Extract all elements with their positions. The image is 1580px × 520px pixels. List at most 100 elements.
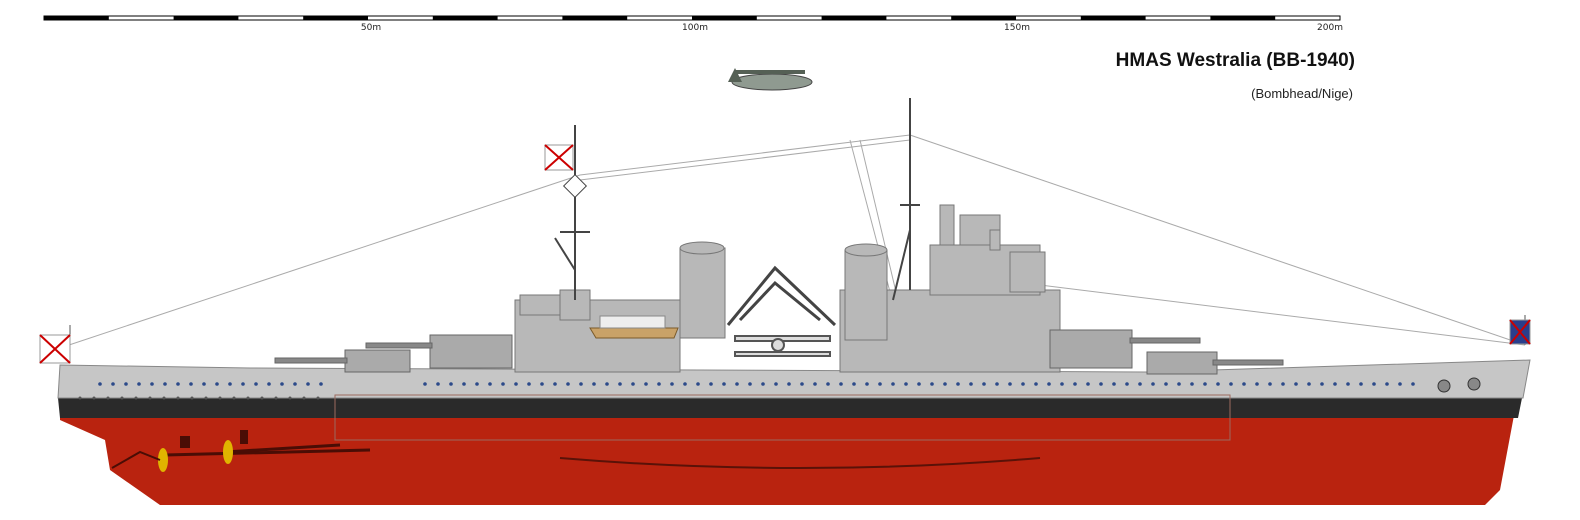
- boot-topping-band: [58, 398, 1522, 418]
- turret-b: [1049, 329, 1133, 369]
- porthole: [1190, 382, 1194, 386]
- porthole: [1099, 382, 1103, 386]
- porthole: [891, 382, 895, 386]
- porthole: [137, 382, 141, 386]
- propeller-aft-icon: [158, 448, 168, 472]
- porthole: [241, 382, 245, 386]
- porthole: [319, 382, 323, 386]
- scale-bar-segment: [562, 16, 628, 20]
- porthole: [150, 382, 154, 386]
- fore-funnel: [844, 249, 888, 341]
- porthole: [246, 396, 250, 400]
- porthole: [1073, 382, 1077, 386]
- masts: [554, 98, 920, 301]
- ensign-flag-mast: [544, 144, 574, 171]
- porthole: [202, 382, 206, 386]
- anchor-hawse-icon: [1437, 379, 1451, 393]
- propeller-fwd-icon: [223, 440, 233, 464]
- porthole: [190, 396, 194, 400]
- porthole: [748, 382, 752, 386]
- scale-bar-segment: [1080, 16, 1146, 20]
- porthole: [839, 382, 843, 386]
- porthole: [1255, 382, 1259, 386]
- porthole: [189, 382, 193, 386]
- turret-x: [344, 349, 411, 373]
- porthole: [436, 382, 440, 386]
- porthole: [1034, 382, 1038, 386]
- porthole: [995, 382, 999, 386]
- porthole: [696, 382, 700, 386]
- porthole: [527, 382, 531, 386]
- porthole: [267, 382, 271, 386]
- aft-funnel: [679, 247, 726, 339]
- porthole: [254, 382, 258, 386]
- porthole: [1229, 382, 1233, 386]
- scale-bar-segment: [951, 16, 1016, 20]
- drawing-credit: (Bombhead/Nige): [1251, 86, 1353, 101]
- ships-boat: [589, 315, 679, 339]
- porthole: [176, 382, 180, 386]
- porthole: [423, 382, 427, 386]
- porthole: [124, 382, 128, 386]
- porthole: [1151, 382, 1155, 386]
- seaplane-icon: [728, 68, 813, 91]
- porthole: [592, 382, 596, 386]
- ensign-flag-stern: [39, 325, 71, 364]
- scale-bar-segment: [821, 16, 887, 20]
- porthole: [274, 396, 278, 400]
- porthole: [1060, 382, 1064, 386]
- porthole: [134, 396, 138, 400]
- porthole: [215, 382, 219, 386]
- aircraft-crane: [726, 265, 837, 327]
- porthole: [232, 396, 236, 400]
- porthole: [204, 396, 208, 400]
- porthole: [280, 382, 284, 386]
- scale-bar: 50m 100m 150m 200m: [43, 15, 1343, 33]
- porthole: [982, 382, 986, 386]
- porthole: [462, 382, 466, 386]
- porthole: [761, 382, 765, 386]
- porthole: [1411, 382, 1415, 386]
- porthole: [1398, 382, 1402, 386]
- porthole: [774, 382, 778, 386]
- jack-flag-bow: [1509, 315, 1531, 345]
- porthole: [1086, 382, 1090, 386]
- scale-label-100m: 100m: [682, 23, 708, 33]
- scale-bar-segment: [303, 16, 368, 20]
- porthole: [1138, 382, 1142, 386]
- hull-underwater: [60, 410, 1515, 505]
- porthole-row: [78, 382, 1415, 400]
- porthole: [1372, 382, 1376, 386]
- porthole: [514, 382, 518, 386]
- porthole: [852, 382, 856, 386]
- catapult-seaplane: [734, 335, 831, 357]
- porthole: [1177, 382, 1181, 386]
- porthole: [540, 382, 544, 386]
- porthole: [176, 396, 180, 400]
- scale-bar-segment: [173, 16, 239, 20]
- porthole: [120, 396, 124, 400]
- porthole: [316, 396, 320, 400]
- porthole: [293, 382, 297, 386]
- anchor-hawse-icon: [1467, 377, 1481, 391]
- porthole: [106, 396, 110, 400]
- porthole: [1216, 382, 1220, 386]
- porthole: [1125, 382, 1129, 386]
- porthole: [92, 396, 96, 400]
- porthole: [1346, 382, 1350, 386]
- porthole: [163, 382, 167, 386]
- porthole: [288, 396, 292, 400]
- scale-label-150m: 150m: [1004, 23, 1030, 33]
- drawing-title: HMAS Westralia (BB-1940): [1115, 50, 1355, 71]
- hull-upper: [57, 359, 1531, 399]
- porthole: [1112, 382, 1116, 386]
- scale-bar-segment: [692, 16, 757, 20]
- propeller-shafts: [111, 430, 371, 472]
- armour-belt-outline: [334, 394, 1231, 441]
- porthole: [148, 396, 152, 400]
- scale-label-200m: 200m: [1317, 23, 1343, 33]
- scale-bar-segment: [432, 16, 498, 20]
- porthole: [644, 382, 648, 386]
- porthole: [735, 382, 739, 386]
